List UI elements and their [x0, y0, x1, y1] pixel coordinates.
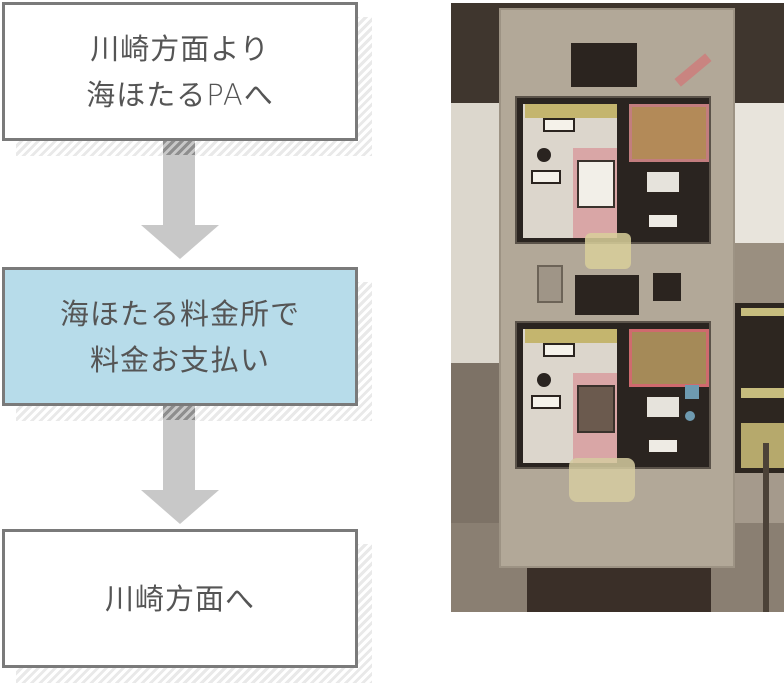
arrow-hatch	[163, 406, 195, 420]
machine-panel-upper	[515, 96, 711, 244]
machine-mid-screen-small	[653, 273, 681, 301]
photo-bg-right-wall	[731, 103, 784, 243]
down-arrow-icon	[141, 141, 219, 259]
panel-ticket-slot	[543, 343, 575, 357]
flow-step-3: 川崎方面へ	[2, 529, 372, 683]
arrow-shaft	[163, 420, 195, 490]
step-1-text: 川崎方面より 海ほたるPAへ	[2, 2, 358, 141]
panel-coin-slot	[531, 170, 561, 184]
photo-bg-sign-panel	[741, 423, 784, 468]
panel-blue-button	[685, 385, 699, 399]
panel-card-slot	[577, 385, 615, 433]
panel-bill-slot	[647, 213, 679, 229]
panel-coin-slot	[531, 395, 561, 409]
machine-mid-screen	[575, 275, 639, 315]
flow-step-2: 海ほたる料金所で 料金お支払い	[2, 267, 372, 421]
panel-card-slot	[577, 160, 615, 208]
arrow-head	[141, 225, 219, 259]
panel-receipt-slot	[645, 395, 681, 419]
arrow-shaft	[163, 155, 195, 225]
panel-blue-light	[685, 411, 695, 421]
panel-knob	[537, 148, 551, 162]
arrow-head	[141, 490, 219, 524]
panel-yellow-label	[525, 329, 617, 343]
machine-top-screen	[571, 43, 637, 87]
photo-bg-right-mid	[731, 243, 784, 303]
machine-base	[527, 568, 711, 612]
down-arrow-icon	[141, 406, 219, 524]
machine-badge	[585, 233, 631, 269]
machine-keyhole	[537, 265, 563, 303]
photo-bg-sign-stripe	[741, 308, 784, 316]
machine-badge-lower	[569, 458, 635, 502]
photo-pole	[763, 443, 769, 612]
panel-notice-sign	[629, 329, 709, 387]
flow-step-1: 川崎方面より 海ほたるPAへ	[2, 2, 372, 156]
panel-receipt-slot	[645, 170, 681, 194]
photo-bg-left-wall	[451, 103, 501, 363]
panel-ticket-slot	[543, 118, 575, 132]
arrow-hatch	[163, 141, 195, 155]
panel-yellow-label	[525, 104, 617, 118]
photo-bg-sign-stripe	[741, 388, 784, 398]
panel-knob	[537, 373, 551, 387]
toll-machine-photo	[451, 3, 784, 612]
panel-bill-slot	[647, 438, 679, 454]
step-2-text: 海ほたる料金所で 料金お支払い	[2, 267, 358, 406]
step-3-text: 川崎方面へ	[2, 529, 358, 668]
machine-panel-lower	[515, 321, 711, 469]
panel-notice-sign	[629, 104, 709, 162]
